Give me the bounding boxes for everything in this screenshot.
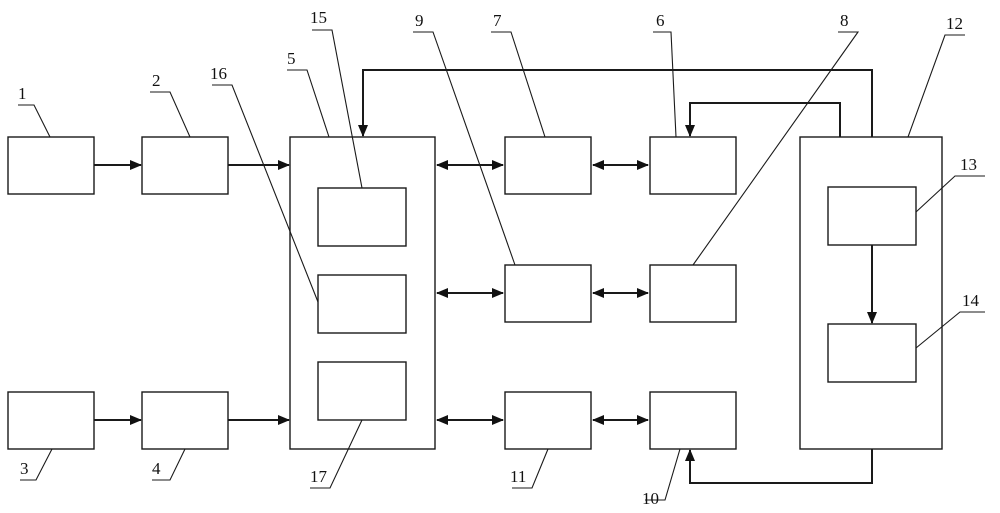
arrow-12-to-6	[690, 103, 840, 137]
leader-7	[491, 32, 545, 137]
label-3: 3	[20, 459, 29, 478]
label-4: 4	[152, 459, 161, 478]
block-13	[828, 187, 916, 245]
label-6: 6	[656, 11, 665, 30]
leader-5	[287, 70, 329, 137]
block-4	[142, 392, 228, 449]
block-2	[142, 137, 228, 194]
label-7: 7	[493, 11, 502, 30]
label-11: 11	[510, 467, 526, 486]
leader-12	[908, 35, 965, 137]
arrow-12-to-10	[690, 449, 872, 483]
block-16	[318, 275, 406, 333]
block-9	[505, 265, 591, 322]
label-2: 2	[152, 71, 161, 90]
block-14	[828, 324, 916, 382]
label-10: 10	[642, 489, 659, 508]
label-8: 8	[840, 11, 849, 30]
label-14: 14	[962, 291, 980, 310]
label-5: 5	[287, 49, 296, 68]
block-11	[505, 392, 591, 449]
label-13: 13	[960, 155, 977, 174]
block-8	[650, 265, 736, 322]
block-6	[650, 137, 736, 194]
block-15	[318, 188, 406, 246]
block-3	[8, 392, 94, 449]
block-10	[650, 392, 736, 449]
block-7	[505, 137, 591, 194]
leader-6	[653, 32, 676, 137]
label-9: 9	[415, 11, 424, 30]
label-12: 12	[946, 14, 963, 33]
block-1	[8, 137, 94, 194]
label-15: 15	[310, 8, 327, 27]
leader-1	[18, 105, 50, 137]
leader-2	[150, 92, 190, 137]
block-17	[318, 362, 406, 420]
label-16: 16	[210, 64, 227, 83]
label-1: 1	[18, 84, 27, 103]
label-17: 17	[310, 467, 328, 486]
